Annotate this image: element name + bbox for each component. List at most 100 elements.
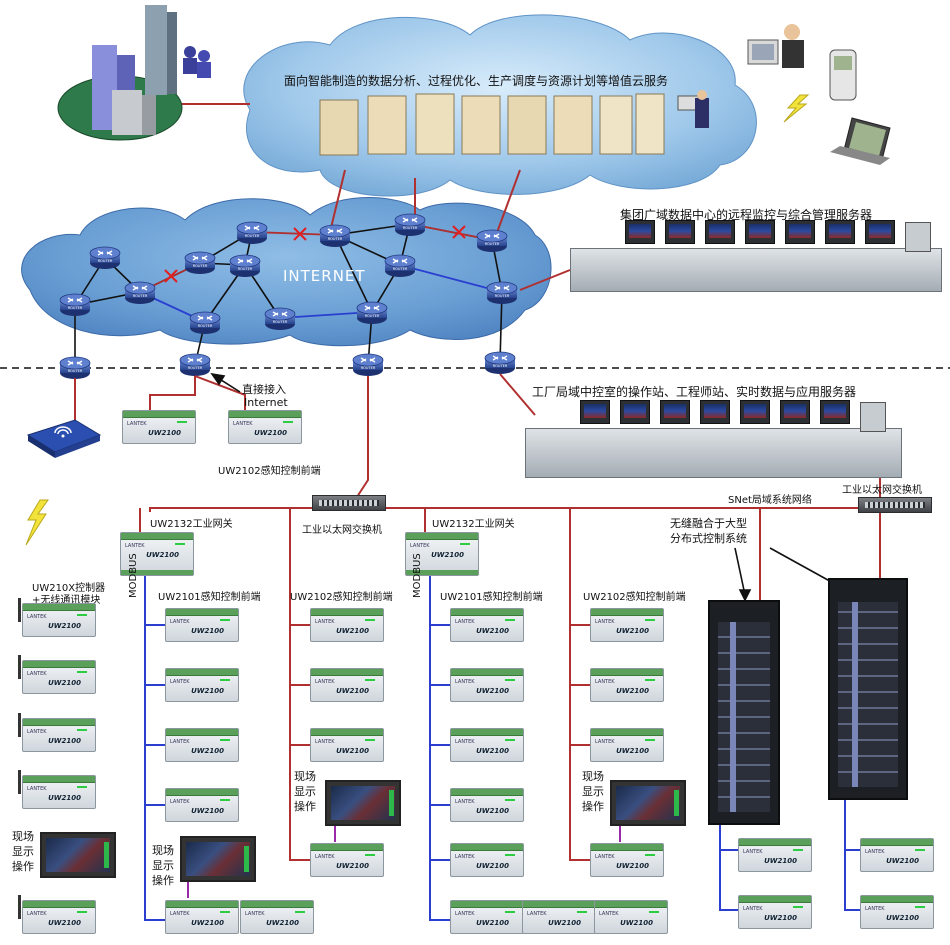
onsite-display-text-2: 显示: [582, 785, 604, 798]
lightning-icon: [25, 499, 49, 546]
onsite-display-text-3: 操作: [582, 800, 604, 813]
onsite-display-text-2: 显示: [152, 859, 174, 872]
gateway-2-label: UW2132工业网关: [432, 519, 515, 530]
laptop-icon: [830, 117, 891, 165]
remote-center-title: 集团广域数据中心的远程监控与综合管理服务器: [620, 208, 873, 222]
remote-console-desk: [570, 248, 942, 292]
hmi-panel: [325, 780, 401, 826]
server-tower-icon: [905, 222, 931, 252]
mobile-phone-icon: [829, 49, 857, 101]
link-failure-marks: [164, 225, 466, 283]
lightning-icon-2: [783, 94, 810, 123]
industrial-switch-label-center: 工业以太网交换机: [302, 525, 382, 536]
onsite-display-text-3: 操作: [12, 860, 34, 873]
remote-monitor: [865, 220, 895, 244]
plant-monitor: [660, 400, 690, 424]
remote-monitor: [705, 220, 735, 244]
plant-monitor: [740, 400, 770, 424]
uw2102-label-2: UW2102感知控制前端: [583, 592, 686, 603]
industrial-switch-center: [312, 495, 386, 511]
left-column-title-2: +无线通讯模块: [32, 595, 101, 606]
snet-label: SNet局域系统网络: [728, 495, 812, 506]
cloud-servers-icon: [319, 90, 709, 156]
plant-console-desk: [525, 428, 902, 478]
remote-monitor: [625, 220, 655, 244]
hmi-panel: [40, 832, 116, 878]
hmi-panel: [180, 836, 256, 882]
remote-monitor: [665, 220, 695, 244]
uw2102-label-1: UW2102感知控制前端: [290, 592, 393, 603]
enterprise-building-icon: [57, 5, 211, 141]
remote-monitor: [745, 220, 775, 244]
remote-monitor: [785, 220, 815, 244]
modbus-label-2: MODBUS: [412, 553, 423, 598]
gateway-1-label: UW2132工业网关: [150, 519, 233, 530]
wireless-ap-icon: [26, 419, 102, 458]
uw2101-label-2: UW2101感知控制前端: [440, 592, 543, 603]
onsite-display-text-3: 操作: [152, 874, 174, 887]
uw2101-label-1: UW2101感知控制前端: [158, 592, 261, 603]
onsite-display-text-3: 操作: [294, 800, 316, 813]
dcs-label-2: 分布式控制系统: [670, 532, 747, 545]
plant-control-room-title: 工厂局域中控室的操作站、工程师站、实时数据与应用服务器: [532, 385, 857, 399]
plant-monitor: [620, 400, 650, 424]
onsite-display-text-1: 现场: [12, 830, 34, 843]
industrial-switch-label-right: 工业以太网交换机: [842, 485, 922, 496]
dcs-cabinet: [828, 578, 908, 800]
uw2102-top-label: UW2102感知控制前端: [218, 466, 321, 477]
onsite-display-text-2: 显示: [294, 785, 316, 798]
remote-user-icon: [747, 24, 804, 68]
left-column-title-1: UW210X控制器: [32, 583, 106, 594]
dcs-cabinet: [708, 600, 780, 825]
internet-label: INTERNET: [283, 267, 366, 285]
plant-monitor: [700, 400, 730, 424]
hmi-panel: [610, 780, 686, 826]
cloud-services-title: 面向智能制造的数据分析、过程优化、生产调度与资源计划等增值云服务: [284, 74, 669, 88]
onsite-display-text-1: 现场: [152, 844, 174, 857]
dcs-label-1: 无缝融合于大型: [670, 517, 747, 530]
onsite-display-text-1: 现场: [582, 770, 604, 783]
direct-access-line1: 直接接入: [242, 383, 286, 396]
remote-monitor: [825, 220, 855, 244]
plant-monitor: [780, 400, 810, 424]
modbus-label-1: MODBUS: [128, 553, 139, 598]
direct-access-line2: Internet: [244, 396, 288, 409]
plant-monitor: [820, 400, 850, 424]
industrial-switch-right: [858, 497, 932, 513]
